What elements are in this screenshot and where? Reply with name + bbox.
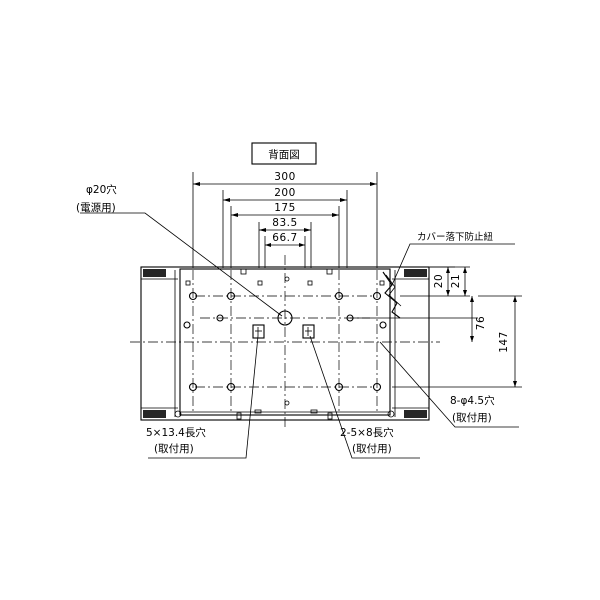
dimension-300: 300 [192, 171, 378, 268]
dimension-21: 21 [450, 267, 467, 296]
mount-holes-leader [379, 341, 519, 428]
dimension-83-5: 83.5 [258, 217, 312, 268]
dimension-66-7: 66.7 [264, 232, 306, 268]
title-box [251, 142, 317, 165]
dimension-76: 76 [350, 296, 487, 342]
slot-2-5x8-leader [309, 335, 420, 459]
dim-175-label: 175 [274, 202, 296, 214]
dimension-175: 175 [230, 202, 340, 268]
power-hole-note: (電源用) [76, 201, 116, 214]
housing [140, 266, 430, 421]
cover-stopper-cord [382, 271, 401, 319]
drawing-title: 背面図 [268, 148, 300, 161]
dimension-200: 200 [222, 187, 348, 268]
mount-holes-note: (取付用) [452, 411, 492, 424]
center-lines [130, 255, 440, 430]
dim-300-label: 300 [274, 171, 296, 183]
slot-5x13-note: (取付用) [154, 442, 194, 455]
dim-76-label: 76 [475, 316, 487, 330]
power-hole-leader [80, 212, 283, 317]
dim-21-label: 21 [450, 274, 462, 288]
power-hole [277, 310, 293, 326]
dim-200-label: 200 [274, 187, 296, 199]
slot-2-5x8-note: (取付用) [352, 442, 392, 455]
slot-5x13-leader [148, 335, 259, 459]
cover-stopper-label: カバー落下防止紐 [417, 231, 494, 243]
dim-20-label: 20 [433, 274, 445, 288]
dim-147-label: 147 [498, 331, 510, 353]
mounting-holes [174, 276, 395, 418]
dim-83-5-label: 83.5 [272, 217, 297, 229]
dim-66-7-label: 66.7 [272, 232, 297, 244]
slots [252, 324, 315, 339]
slot-5x13-label: 5×13.4長穴 [146, 426, 206, 439]
mount-holes-label: 8-φ4.5穴 [450, 394, 495, 407]
slot-2-5x8-label: 2-5×8長穴 [340, 426, 394, 439]
dimension-147: 147 [392, 296, 522, 388]
cover-stopper-leader [391, 243, 515, 286]
power-hole-label: φ20穴 [86, 183, 117, 196]
